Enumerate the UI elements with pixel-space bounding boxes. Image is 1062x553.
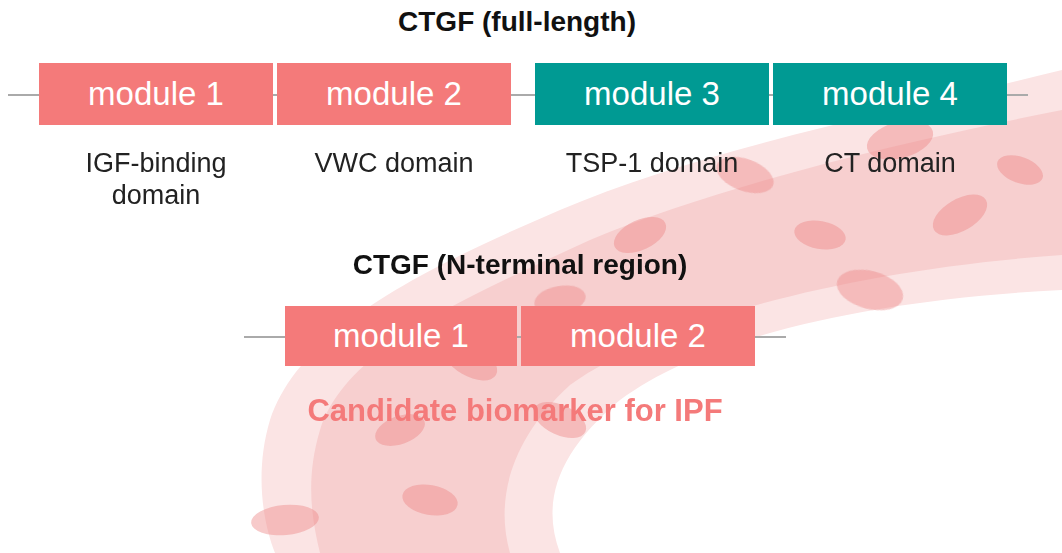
module-label: module 1 xyxy=(333,317,469,355)
module-box: module 3TSP-1 domain xyxy=(535,63,769,125)
domain-caption: VWC domain xyxy=(277,147,511,179)
module-label: module 2 xyxy=(326,75,462,113)
module-box: module 1 xyxy=(285,306,517,366)
module-box: module 2 xyxy=(521,306,755,366)
module-box: module 4CT domain xyxy=(773,63,1007,125)
module-label: module 3 xyxy=(584,75,720,113)
module-label: module 2 xyxy=(570,317,706,355)
module-box: module 2VWC domain xyxy=(277,63,511,125)
module-label: module 4 xyxy=(822,75,958,113)
red-blood-cells xyxy=(250,114,1047,538)
vessel-wall xyxy=(262,70,1062,553)
section-heading: CTGF (N-terminal region) xyxy=(353,249,687,281)
domain-caption: TSP-1 domain xyxy=(535,147,769,179)
module-box: module 1IGF-binding domain xyxy=(39,63,273,125)
module-label: module 1 xyxy=(88,75,224,113)
domain-caption: CT domain xyxy=(773,147,1007,179)
biomarker-note: Candidate biomarker for IPF xyxy=(307,393,722,429)
diagram-title: CTGF (full-length) xyxy=(398,6,636,38)
domain-caption: IGF-binding domain xyxy=(51,147,261,212)
